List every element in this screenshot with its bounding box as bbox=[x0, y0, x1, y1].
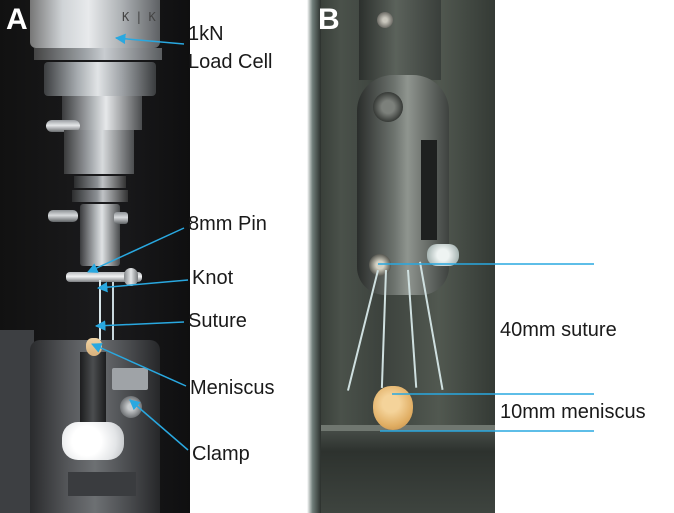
lower-fixture-edge bbox=[321, 425, 495, 431]
label-load-cell: Load Cell bbox=[188, 51, 273, 73]
meniscus-sample bbox=[373, 386, 413, 430]
load-cell-collar bbox=[34, 48, 162, 60]
suture-pin bbox=[369, 254, 391, 276]
base-shadow bbox=[0, 330, 34, 513]
clevis-pivot bbox=[373, 92, 403, 122]
gauze bbox=[62, 422, 124, 460]
label-load-cell-capacity: 1kN bbox=[188, 23, 224, 45]
clevis-screw-left bbox=[48, 210, 78, 222]
panel-letter-a: A bbox=[6, 3, 28, 36]
panel-b-edge bbox=[307, 0, 321, 513]
label-knot: Knot bbox=[192, 267, 234, 289]
clamp-jaws bbox=[80, 352, 106, 422]
adapter-ring bbox=[44, 62, 156, 96]
pin-head bbox=[124, 268, 138, 286]
meniscus-sample bbox=[86, 338, 102, 356]
clamp-base-plate bbox=[68, 472, 136, 496]
lower-fixture bbox=[321, 425, 495, 513]
load-cell-engraving: K|K bbox=[122, 10, 162, 24]
suture-knot bbox=[427, 244, 459, 266]
label-suture: Suture bbox=[188, 310, 247, 332]
clamp-screw bbox=[120, 396, 142, 418]
lock-nut-lower bbox=[72, 190, 128, 202]
coupling-cylinder bbox=[64, 130, 134, 174]
clevis-screw-right bbox=[114, 212, 128, 224]
label-pin: 8mm Pin bbox=[188, 213, 267, 235]
panel-a-photo: K|K bbox=[0, 0, 190, 513]
label-suture-length: 40mm suture bbox=[500, 319, 617, 341]
clevis-slot bbox=[421, 140, 437, 240]
load-cell-body: K|K bbox=[30, 0, 160, 48]
fixture-screw bbox=[377, 12, 393, 28]
suture-strand-left bbox=[99, 280, 101, 342]
upper-fixture bbox=[359, 0, 441, 80]
pin-8mm bbox=[66, 272, 142, 282]
lock-nut-upper bbox=[74, 176, 126, 188]
suture-strand-right bbox=[112, 282, 114, 342]
label-meniscus-length: 10mm meniscus bbox=[500, 401, 646, 423]
panel-letter-b: B bbox=[318, 3, 340, 36]
clamp-plate bbox=[112, 368, 148, 390]
panel-b-photo bbox=[307, 0, 495, 513]
label-meniscus: Meniscus bbox=[190, 377, 275, 399]
side-pin bbox=[46, 120, 80, 132]
label-clamp: Clamp bbox=[192, 443, 250, 465]
